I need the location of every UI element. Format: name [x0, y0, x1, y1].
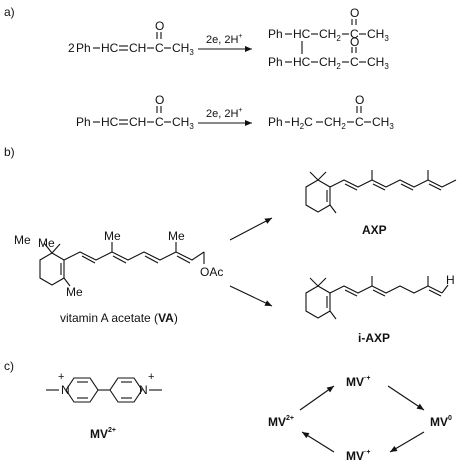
mv2-label: MV2+ [90, 427, 116, 441]
phenyl-label: Ph [268, 27, 283, 41]
polyene-chain [329, 285, 443, 294]
chain-double-bond [372, 289, 386, 297]
methyl-bond [51, 243, 61, 254]
mv0-label: MV0 [430, 415, 452, 429]
reaction-2-conditions: 2e, 2H+ [206, 107, 243, 120]
ch-label: CH [129, 41, 146, 55]
me-label: Me [38, 236, 55, 250]
panel-label-c: c) [4, 359, 14, 373]
va-caption: vitamin A acetate (VA) [60, 311, 178, 325]
carbonyl-c-label: C [350, 27, 359, 41]
ch2-label: CH2 [319, 27, 341, 43]
chain-double-bond [112, 255, 127, 264]
chain-double-bond [344, 183, 358, 191]
methyl-label: CH3 [367, 27, 389, 43]
chain-double-bond [344, 289, 358, 297]
hc-label: HC [293, 27, 311, 41]
mv2-cycle-label: MV2+ [268, 415, 294, 429]
iaxp-structure: H [305, 273, 455, 320]
carbonyl-o-label: O [155, 19, 164, 33]
right-n-label: N [139, 383, 148, 397]
carbonyl-c-label: C [155, 41, 164, 55]
hc-label: HC [101, 115, 119, 129]
reaction-2-product: Ph H2C CH2 C O CH3 [268, 93, 394, 131]
arrow-to-iaxp [229, 285, 273, 307]
carbonyl-c-label: C [355, 115, 364, 129]
phenyl-label: Ph [76, 115, 91, 129]
methyl-bond [317, 277, 327, 287]
methyl-bond [43, 242, 53, 254]
methyl-bond [309, 277, 319, 287]
methyl-bond [329, 204, 337, 214]
me-label: Me [14, 233, 31, 247]
methyl-bond [329, 310, 337, 320]
ring-bonds [305, 179, 331, 213]
reaction-1-conditions: 2e, 2H+ [206, 33, 243, 46]
coefficient: 2 [68, 41, 75, 55]
carbonyl-c-label: C [155, 115, 164, 129]
ring-bonds [305, 285, 331, 319]
carbonyl-o-label: O [355, 93, 364, 107]
right-n-charge: + [148, 371, 154, 383]
carbonyl-o-label: O [155, 93, 164, 107]
chain-double-bond [428, 183, 442, 191]
chain-double-bond [400, 183, 414, 191]
panel-label-a: a) [4, 5, 15, 19]
carbonyl-o-label: O [350, 6, 359, 20]
terminal-bond [441, 284, 449, 294]
methyl-label: CH3 [367, 55, 389, 71]
methyl-label: CH3 [172, 115, 194, 131]
methyl-bond [309, 171, 319, 181]
polyene-chain [329, 179, 457, 188]
left-n-charge: + [58, 371, 64, 383]
chain-double-bond [144, 255, 159, 264]
axp-label: AXP [362, 223, 387, 237]
arrow-mvrad-to-mv0 [387, 385, 425, 411]
h2c-label: H2C [291, 115, 313, 131]
carbonyl-c-label: C [350, 55, 359, 69]
iaxp-label: i-AXP [358, 331, 390, 345]
me-label: Me [66, 285, 83, 299]
reaction-1-product-dimer: Ph HC CH2 C O CH3 Ph HC CH2 C O CH3 [268, 6, 389, 71]
hc-label: HC [101, 41, 119, 55]
ch2-label: CH2 [324, 115, 346, 131]
ring-bonds [39, 252, 65, 286]
mv-radical-bottom-label: MV·+ [346, 449, 370, 463]
reaction-1-reactant: 2 Ph HC CH C O CH3 [68, 19, 194, 57]
phenyl-label: Ph [268, 55, 283, 69]
methyl-bond [317, 171, 327, 181]
vitamin-a-acetate-structure: Me Me Me Me Me OAc [14, 229, 223, 299]
me-label: Me [104, 229, 121, 243]
chain-double-bond [176, 255, 191, 264]
arrow-to-axp [229, 217, 273, 241]
oac-label: OAc [200, 265, 223, 279]
me-label: Me [168, 229, 185, 243]
phenyl-label: Ph [268, 115, 283, 129]
carbonyl-o-label: O [350, 35, 359, 49]
methyl-label: CH3 [372, 115, 394, 131]
phenyl-label: Ph [76, 41, 91, 55]
mv-radical-top-label: MV·+ [346, 375, 370, 389]
methyl-bond [63, 277, 71, 287]
terminal-h-label: H [446, 273, 455, 287]
ch-label: CH [129, 115, 146, 129]
hc-label: HC [293, 55, 311, 69]
chain-double-bond [372, 183, 386, 191]
polyene-chain [63, 251, 205, 261]
arrow-mv0-to-mvrad [389, 431, 425, 453]
axp-structure [305, 170, 457, 214]
panel-label-b: b) [4, 145, 15, 159]
methyl-label: CH3 [172, 41, 194, 57]
right-pyridinium-ring [109, 377, 143, 403]
reaction-2-reactant: Ph HC CH C O CH3 [76, 93, 194, 131]
left-n-label: N [61, 383, 70, 397]
methyl-viologen-structure: N + N + [46, 371, 162, 403]
chain-double-bond [81, 255, 96, 264]
arrow-mv2-to-mvrad [299, 385, 335, 411]
arrow-mvrad-to-mv2 [301, 431, 335, 453]
ch2-label: CH2 [319, 55, 341, 71]
chain-double-bond [428, 289, 442, 297]
